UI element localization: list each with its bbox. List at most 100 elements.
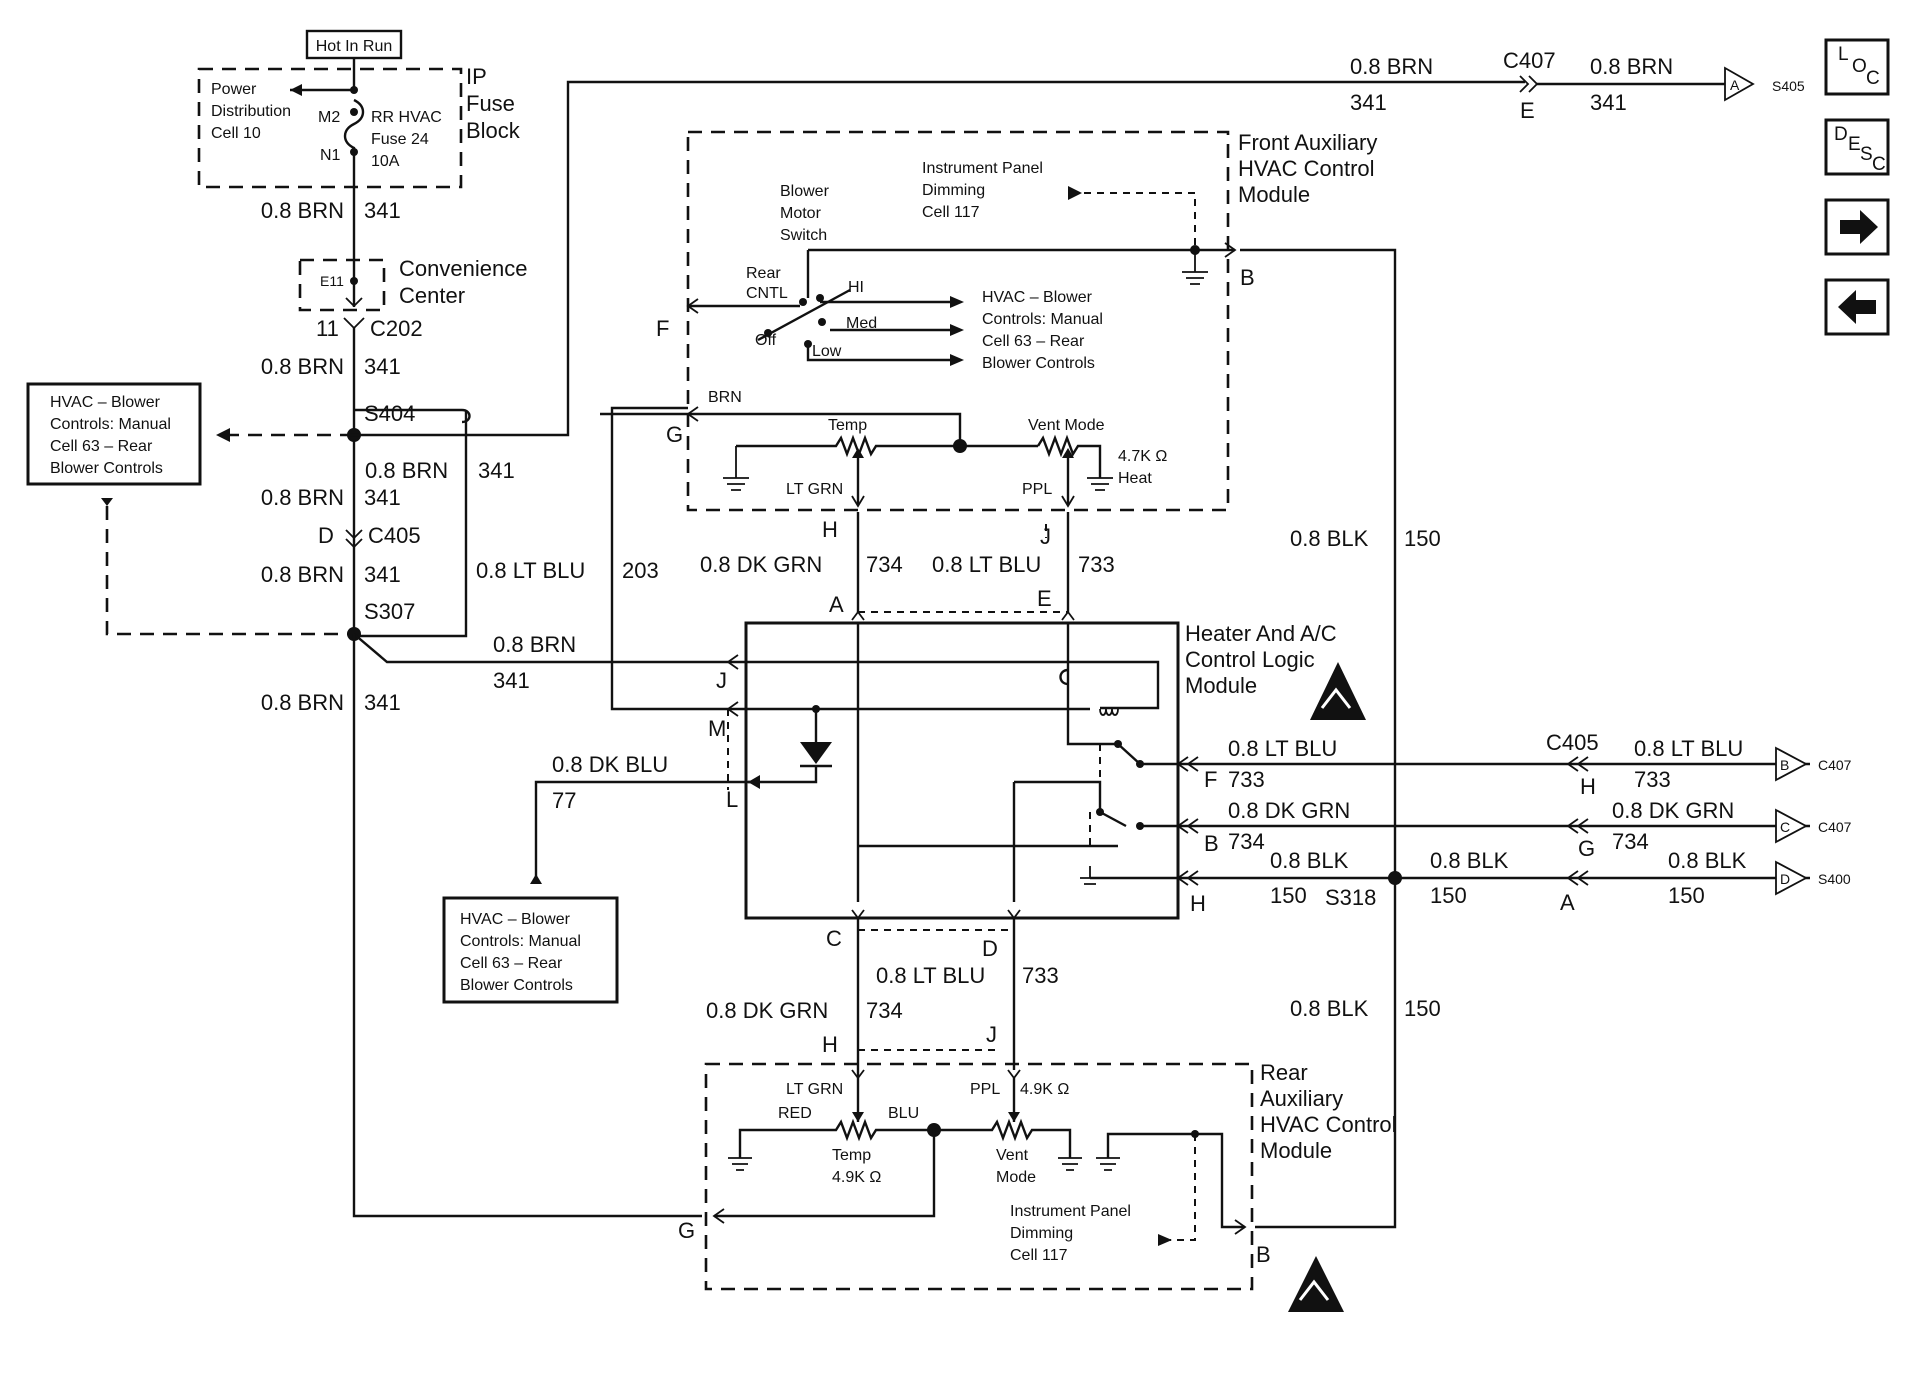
ip-dimming-label-front: Instrument Panel Dimming Cell 117 xyxy=(922,160,1043,221)
svg-text:Vent: Vent xyxy=(996,1147,1029,1164)
svg-text:Vent Mode: Vent Mode xyxy=(1028,417,1105,434)
svg-text:0.8 BRN: 0.8 BRN xyxy=(1350,54,1433,79)
svg-text:Off: Off xyxy=(755,332,777,349)
svg-text:HVAC – Blower: HVAC – Blower xyxy=(460,911,571,928)
svg-text:0.8 BLK: 0.8 BLK xyxy=(1270,848,1349,873)
front-aux-module-label: Front Auxiliary HVAC Control Module xyxy=(1238,130,1377,207)
relay-coil-icon xyxy=(1099,708,1119,716)
svg-text:B: B xyxy=(1240,265,1255,290)
desc-button[interactable]: D E S C xyxy=(1824,118,1890,176)
power-distribution-label: Power Distribution Cell 10 xyxy=(211,81,291,142)
svg-text:Distribution: Distribution xyxy=(211,103,291,120)
ground-icon xyxy=(1058,1157,1082,1171)
svg-text:Module: Module xyxy=(1238,182,1310,207)
svg-text:Module: Module xyxy=(1260,1138,1332,1163)
svg-text:734: 734 xyxy=(1228,829,1265,854)
svg-text:D: D xyxy=(318,523,334,548)
svg-text:4.9K Ω: 4.9K Ω xyxy=(1020,1081,1069,1098)
svg-text:RR HVAC: RR HVAC xyxy=(371,109,442,126)
svg-text:H: H xyxy=(822,1032,838,1057)
blower-ref-box-bottom[interactable]: HVAC – Blower Controls: Manual Cell 63 –… xyxy=(442,896,619,1004)
diode-icon xyxy=(800,742,832,764)
splice-s318 xyxy=(1388,871,1402,885)
svg-text:H: H xyxy=(822,517,838,542)
rear-vent-potentiometer xyxy=(934,1118,1072,1158)
svg-text:B: B xyxy=(1204,831,1219,856)
svg-text:Cell 10: Cell 10 xyxy=(211,125,261,142)
svg-text:0.8 BLK: 0.8 BLK xyxy=(1290,526,1369,551)
svg-text:150: 150 xyxy=(1668,883,1705,908)
vent-potentiometer xyxy=(1036,434,1102,478)
blower-motor-switch-label: Blower Motor Switch xyxy=(780,183,830,244)
svg-text:0.8 DK GRN: 0.8 DK GRN xyxy=(1612,798,1734,823)
svg-text:M2: M2 xyxy=(318,109,340,126)
front-aux-module-outline xyxy=(686,130,1230,512)
svg-text:0.8 BRN: 0.8 BRN xyxy=(365,458,448,483)
svg-text:150: 150 xyxy=(1404,526,1441,551)
blower-ref-box-left[interactable]: HVAC – Blower Controls: Manual Cell 63 –… xyxy=(26,382,202,486)
rear-cntl-label: Rear CNTL xyxy=(746,265,788,302)
svg-text:Center: Center xyxy=(399,283,465,308)
svg-text:PPL: PPL xyxy=(1022,481,1052,498)
svg-text:Blower: Blower xyxy=(780,183,830,200)
svg-text:Control Logic: Control Logic xyxy=(1185,647,1315,672)
svg-text:O: O xyxy=(1852,56,1867,77)
svg-text:0.8 LT BLU: 0.8 LT BLU xyxy=(876,963,985,988)
svg-text:B: B xyxy=(1256,1242,1271,1267)
svg-text:HI: HI xyxy=(848,279,864,296)
convenience-center-label: Convenience Center xyxy=(399,256,527,308)
svg-text:Power: Power xyxy=(211,81,257,98)
svg-text:Blower Controls: Blower Controls xyxy=(460,977,573,994)
hot-in-run-label: Hot In Run xyxy=(305,29,403,60)
svg-text:Block: Block xyxy=(466,118,521,143)
svg-text:C407: C407 xyxy=(1503,48,1556,73)
svg-text:733: 733 xyxy=(1228,767,1265,792)
svg-text:F: F xyxy=(656,316,669,341)
svg-text:341: 341 xyxy=(493,668,530,693)
convenience-center-outline xyxy=(298,258,386,312)
svg-text:G: G xyxy=(678,1218,695,1243)
svg-text:Switch: Switch xyxy=(780,227,827,244)
ip-fuse-block-label: IP Fuse Block xyxy=(466,64,521,143)
svg-text:S405: S405 xyxy=(1772,78,1805,94)
svg-text:LT GRN: LT GRN xyxy=(786,481,843,498)
svg-text:Fuse: Fuse xyxy=(466,91,515,116)
svg-text:733: 733 xyxy=(1022,963,1059,988)
blower-ref-front: HVAC – Blower Controls: Manual Cell 63 –… xyxy=(982,289,1103,372)
svg-text:733: 733 xyxy=(1078,552,1115,577)
svg-text:Convenience: Convenience xyxy=(399,256,527,281)
heater-ac-module-label: Heater And A/C Control Logic Module xyxy=(1185,621,1337,698)
back-button[interactable] xyxy=(1824,278,1890,336)
svg-text:341: 341 xyxy=(1350,90,1387,115)
svg-text:341: 341 xyxy=(1590,90,1627,115)
svg-text:341: 341 xyxy=(478,458,515,483)
svg-text:A: A xyxy=(1560,890,1575,915)
svg-text:J: J xyxy=(986,1022,997,1047)
svg-text:C: C xyxy=(1866,68,1880,89)
svg-text:D: D xyxy=(1834,124,1848,145)
svg-text:0.8 BRN: 0.8 BRN xyxy=(493,632,576,657)
svg-text:Rear: Rear xyxy=(746,265,781,282)
svg-text:Instrument Panel: Instrument Panel xyxy=(1010,1203,1131,1220)
heater-ac-module-outline xyxy=(744,621,1180,920)
ground-icon xyxy=(1080,866,1100,885)
svg-text:Med: Med xyxy=(846,315,877,332)
svg-text:0.8 LT BLU: 0.8 LT BLU xyxy=(476,558,585,583)
loc-button[interactable]: L O C xyxy=(1824,38,1890,96)
temp-potentiometer xyxy=(736,434,1038,458)
svg-text:HVAC – Blower: HVAC – Blower xyxy=(50,394,161,411)
svg-text:A: A xyxy=(829,592,844,617)
svg-text:734: 734 xyxy=(866,552,903,577)
svg-text:H: H xyxy=(1580,774,1596,799)
svg-text:Mode: Mode xyxy=(996,1169,1036,1186)
svg-text:S: S xyxy=(1860,144,1873,165)
svg-text:C405: C405 xyxy=(1546,730,1599,755)
svg-text:Cell 63 – Rear: Cell 63 – Rear xyxy=(982,333,1085,350)
ground-icon xyxy=(1096,1157,1120,1171)
svg-text:341: 341 xyxy=(364,354,401,379)
svg-text:0.8 LT BLU: 0.8 LT BLU xyxy=(932,552,1041,577)
next-button[interactable] xyxy=(1824,198,1890,256)
rear-aux-module-label: Rear Auxiliary HVAC Control Module xyxy=(1260,1060,1397,1163)
svg-text:CNTL: CNTL xyxy=(746,285,788,302)
